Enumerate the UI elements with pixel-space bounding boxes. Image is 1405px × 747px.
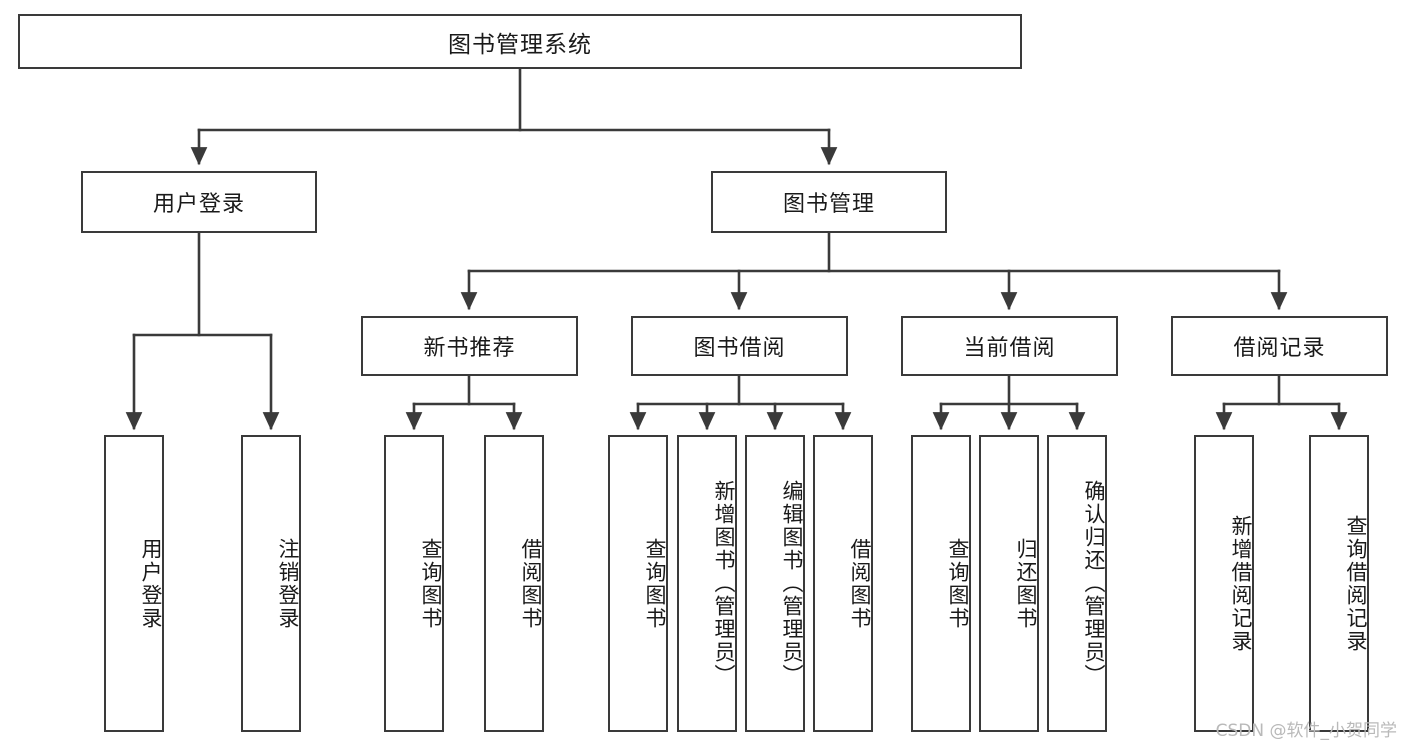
leaf-query-book-1-label: 查询图书 — [419, 537, 443, 630]
node-book-borrow-label: 图书借阅 — [693, 336, 786, 361]
leaf-query-record[interactable]: 查询借阅记录 — [1309, 435, 1369, 732]
node-book-manage-label: 图书管理 — [782, 192, 875, 217]
node-current-borrow[interactable]: 当前借阅 — [901, 316, 1118, 376]
leaf-query-book-2[interactable]: 查询图书 — [608, 435, 668, 732]
leaf-borrow-book-1[interactable]: 借阅图书 — [484, 435, 544, 732]
node-root[interactable]: 图书管理系统 — [18, 14, 1022, 69]
leaf-logout-login[interactable]: 注销登录 — [241, 435, 301, 732]
leaf-edit-book[interactable]: 编辑图书（管理员） — [745, 435, 805, 732]
node-root-label: 图书管理系统 — [448, 31, 592, 58]
node-current-borrow-label: 当前借阅 — [963, 336, 1056, 361]
leaf-return-book-label: 归还图书 — [1014, 537, 1038, 630]
leaf-query-book-2-label: 查询图书 — [643, 537, 667, 630]
leaf-borrow-book-2-label: 借阅图书 — [848, 537, 872, 630]
leaf-edit-book-label: 编辑图书（管理员） — [780, 480, 804, 687]
node-user-login[interactable]: 用户登录 — [81, 171, 317, 233]
leaf-borrow-book-2[interactable]: 借阅图书 — [813, 435, 873, 732]
leaf-confirm-return[interactable]: 确认归还（管理员） — [1047, 435, 1107, 732]
leaf-confirm-return-label: 确认归还（管理员） — [1082, 480, 1106, 687]
leaf-query-book-3[interactable]: 查询图书 — [911, 435, 971, 732]
leaf-query-record-label: 查询借阅记录 — [1344, 514, 1368, 653]
node-book-manage[interactable]: 图书管理 — [711, 171, 947, 233]
node-book-borrow[interactable]: 图书借阅 — [631, 316, 848, 376]
leaf-query-book-3-label: 查询图书 — [946, 537, 970, 630]
leaf-add-record-label: 新增借阅记录 — [1229, 514, 1253, 653]
node-borrow-record-label: 借阅记录 — [1233, 336, 1326, 361]
node-user-login-label: 用户登录 — [152, 192, 245, 217]
node-borrow-record[interactable]: 借阅记录 — [1171, 316, 1388, 376]
watermark: CSDN @软件_小贺同学 — [1215, 721, 1397, 741]
leaf-user-login-label: 用户登录 — [139, 537, 163, 630]
leaf-borrow-book-1-label: 借阅图书 — [519, 537, 543, 630]
leaf-query-book-1[interactable]: 查询图书 — [384, 435, 444, 732]
leaf-logout-login-label: 注销登录 — [276, 537, 300, 630]
leaf-user-login[interactable]: 用户登录 — [104, 435, 164, 732]
node-new-book-recommend[interactable]: 新书推荐 — [361, 316, 578, 376]
leaf-add-record[interactable]: 新增借阅记录 — [1194, 435, 1254, 732]
leaf-add-book[interactable]: 新增图书（管理员） — [677, 435, 737, 732]
leaf-return-book[interactable]: 归还图书 — [979, 435, 1039, 732]
node-new-book-recommend-label: 新书推荐 — [423, 336, 516, 361]
leaf-add-book-label: 新增图书（管理员） — [712, 480, 736, 687]
